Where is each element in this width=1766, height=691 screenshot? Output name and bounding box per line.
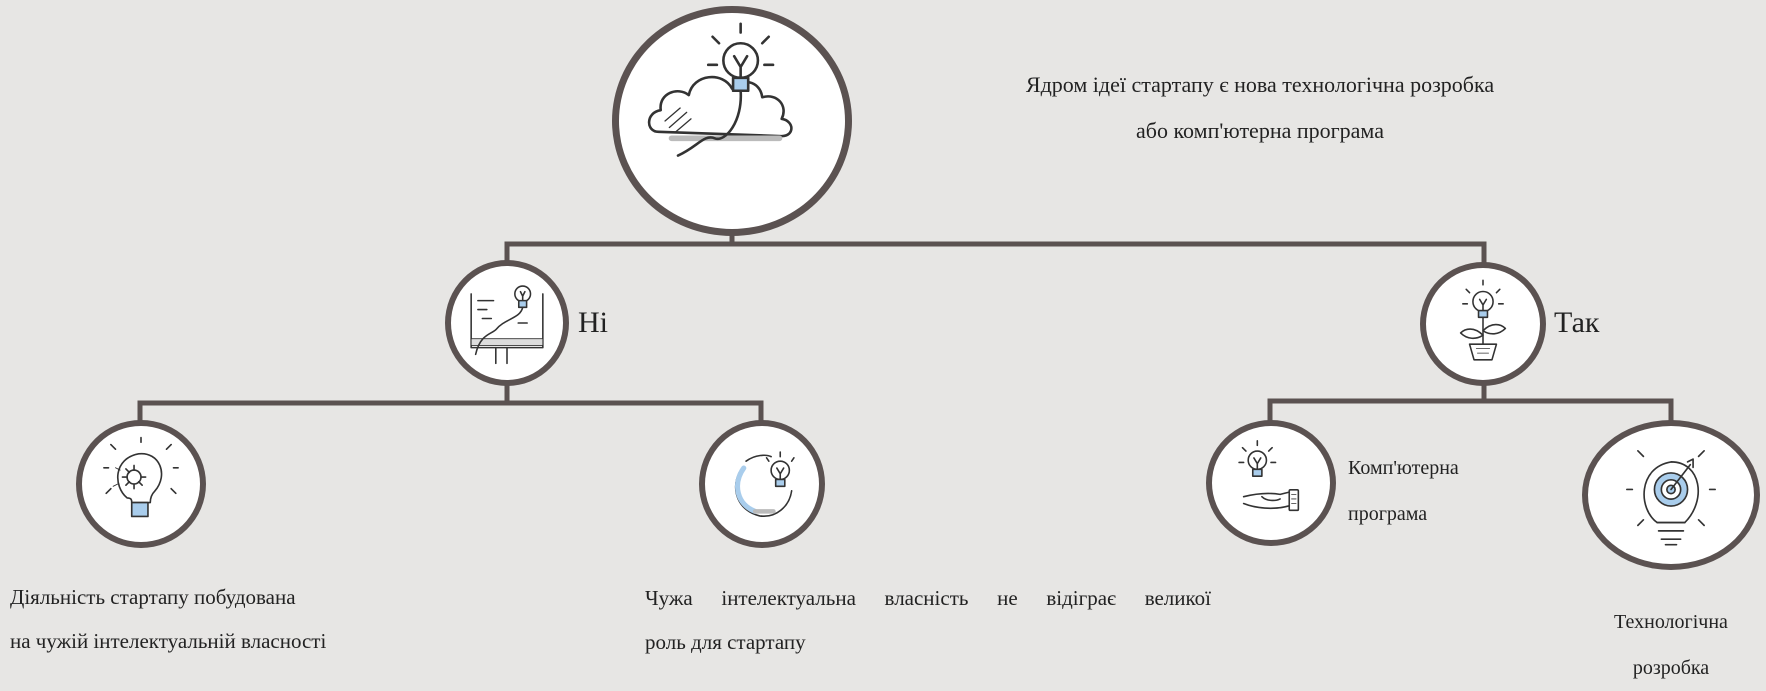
no-leaf-2-text: Чужа інтелектуальна власність не відігра… [645,576,1211,664]
no-leaf-1-text-line-2: на чужій інтелектуальній власності [10,629,327,653]
yes-leaf-2-text-line-2: розробка [1632,657,1710,679]
yes-leaf-1-node [1206,420,1336,546]
no-branch-node [445,260,569,386]
yes-branch-label: Так [1554,306,1600,339]
yes-branch-node [1420,262,1546,386]
lightbulb-board-icon [470,285,544,365]
root-caption-line-2: або комп'ютерна програма [1136,118,1384,143]
lightbulb-hand-phone-icon [1238,440,1300,512]
no-leaf-2-text-line-1: Чужа інтелектуальна власність не відігра… [645,586,1211,610]
no-leaf-1-node [76,420,206,548]
root-node [612,6,852,236]
connector-lines [137,229,1674,423]
no-leaf-1-text-line-1: Діяльність стартапу побудована [10,585,296,609]
no-leaf-2-node [699,420,825,548]
yes-leaf-2-text-line-1: Технологічна [1614,611,1728,633]
root-caption-line-1: Ядром ідеї стартапу є нова технологічна … [1025,72,1495,97]
yes-leaf-2-node [1582,420,1760,570]
lightbulb-target-icon [1626,450,1716,546]
yes-leaf-1-text-line-1: Комп'ютерна [1348,457,1459,479]
lightbulb-cloud-icon [647,22,793,157]
diagram-canvas: Ядром ідеї стартапу є нова технологічна … [10,6,1760,679]
yes-leaf-2-text: Технологічна розробка [1580,599,1762,691]
lightbulb-cycle-icon [734,451,795,517]
yes-leaf-1-text-line-2: програма [1348,503,1428,525]
yes-leaf-1-text: Комп'ютерна програма [1348,445,1459,537]
no-branch-label: Ні [578,306,608,339]
root-caption: Ядром ідеї стартапу є нова технологічна … [940,62,1580,154]
no-leaf-2-text-line-2: роль для стартапу [645,630,806,654]
lightbulb-gear-icon [103,436,179,518]
lightbulb-plant-icon [1459,279,1507,361]
no-leaf-1-text: Діяльність стартапу побудована на чужій … [10,575,326,663]
